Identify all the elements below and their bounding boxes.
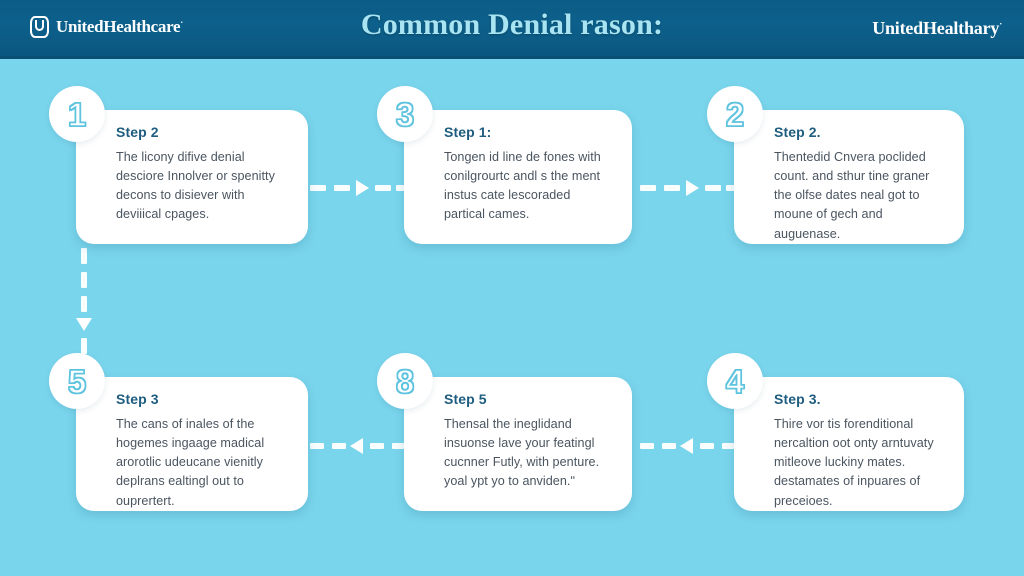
step-badge-4: 5 bbox=[49, 353, 105, 409]
step-badge-number-4: 5 bbox=[67, 362, 87, 400]
step-card-6[interactable]: 4 Step 3. Thire vor tis forenditional ne… bbox=[707, 353, 964, 511]
step-body-5: Thensal the ineglidand insuonse lave you… bbox=[444, 417, 600, 489]
step-badge-2: 3 bbox=[377, 86, 433, 142]
connector-card6-to-card5 bbox=[640, 438, 735, 454]
unitedhealthcare-u-logo-icon bbox=[30, 16, 49, 38]
step-badge-number-6: 4 bbox=[725, 362, 745, 400]
connector-card1-to-card4 bbox=[76, 248, 92, 360]
step-badge-number-2: 3 bbox=[395, 95, 415, 133]
step-card-4[interactable]: 5 Step 3 The cans of inales of the hogem… bbox=[49, 353, 308, 511]
step-body-3: Thentedid Cnvera poclided count. and sth… bbox=[774, 150, 930, 241]
connector-card1-to-card2 bbox=[310, 180, 405, 196]
brand-right-label: UnitedHealthary· bbox=[872, 18, 1002, 38]
connector-card5-to-card4 bbox=[310, 438, 405, 454]
step-title-5: Step 5 bbox=[444, 391, 487, 407]
step-badge-number-5: 8 bbox=[395, 362, 415, 400]
connector-card2-to-card3 bbox=[640, 180, 735, 196]
step-title-1: Step 2 bbox=[116, 124, 159, 140]
header-bar: UnitedHealthcare· Common Denial rason: U… bbox=[0, 0, 1024, 59]
registered-mark-right: · bbox=[999, 19, 1002, 29]
step-card-2[interactable]: 3 Step 1: Tongen id line de fones with c… bbox=[377, 86, 632, 244]
step-card-5[interactable]: 8 Step 5 Thensal the ineglidand insuonse… bbox=[377, 353, 632, 511]
brand-left: UnitedHealthcare· bbox=[30, 16, 183, 38]
step-badge-number-3: 2 bbox=[725, 95, 745, 133]
step-title-6: Step 3. bbox=[774, 391, 821, 407]
step-badge-6: 4 bbox=[707, 353, 763, 409]
brand-left-label: UnitedHealthcare· bbox=[56, 17, 183, 36]
step-badge-number-1: 1 bbox=[67, 95, 87, 133]
step-body-4: The cans of inales of the hogemes ingaag… bbox=[116, 417, 265, 508]
step-body-6: Thire vor tis forenditional nercaltion o… bbox=[774, 417, 934, 508]
step-badge-1: 1 bbox=[49, 86, 105, 142]
step-title-4: Step 3 bbox=[116, 391, 159, 407]
step-body-1: The licony difive denial desciore Innolv… bbox=[116, 150, 275, 222]
step-body-2: Tongen id line de fones with conilgrourt… bbox=[444, 150, 601, 222]
step-title-2: Step 1: bbox=[444, 124, 492, 140]
registered-mark-left: · bbox=[180, 17, 183, 28]
step-card-1[interactable]: 1 Step 2 The licony difive denial descio… bbox=[49, 86, 308, 244]
step-badge-5: 8 bbox=[377, 353, 433, 409]
step-title-3: Step 2. bbox=[774, 124, 821, 140]
step-badge-3: 2 bbox=[707, 86, 763, 142]
page-title: Common Denial rason: bbox=[360, 8, 664, 41]
step-card-3[interactable]: 2 Step 2. Thentedid Cnvera poclided coun… bbox=[707, 86, 964, 244]
